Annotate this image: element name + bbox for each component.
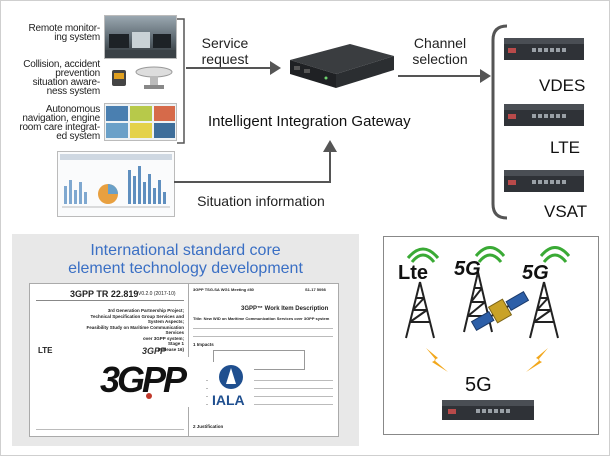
wid-section-2: 2 Justification [193,424,224,429]
situation-info-arrow [174,140,337,183]
lightning-right-icon [526,348,548,372]
5g-right-signal-icon [540,246,570,263]
5g-right-network-label: 5G [522,262,549,284]
5g-left-network-label: 5G [454,258,481,280]
lte-network-label: Lte [398,262,428,284]
lte-device-image [504,104,584,126]
doc-logo-3gpp-small: 3GPP [142,346,167,356]
radar-device-image [110,64,174,90]
wid-subtitle: Title: New WID on Maritime Communication… [193,316,330,321]
channels-bracket [491,24,508,220]
situation-dashboard-image [57,151,175,217]
5g-left-signal-icon [475,246,505,263]
system-label-collision-prevention: Collision, accident prevention situation… [23,59,100,97]
5g-right-tower-icon [529,281,559,339]
gateway-device-image [290,44,394,88]
navigation-screens-image [104,103,177,141]
channel-selection-arrow [398,69,491,83]
doc-body: 3rd Generation Partnership Project; Tech… [86,308,184,352]
wid-header-left: 3GPP TSG-SA WG1 Meeting #80 [193,287,254,292]
system-label-autonomous-navigation: Autonomous navigation, engine room care … [19,104,100,142]
wid-document-image: 3GPP TSG-SA WG1 Meeting #80 S1-17 5098 3… [188,283,339,437]
remote-monitoring-image [104,15,177,59]
doc-version: V0.2.0 (2017-10) [138,291,176,297]
systems-bracket [177,18,185,144]
standards-title: International standard core element tech… [68,242,303,277]
vdes-device-image [504,38,584,60]
3gpp-logo-text: 3GPP [100,359,187,400]
5g-bottom-label: 5G [465,374,492,396]
situation-info-label: Situation information [197,193,325,209]
vsat-label: VSAT [544,202,588,221]
system-label-remote-monitoring: Remote monitor- ing system [28,23,101,43]
lte-tower-icon [405,281,435,339]
lightning-left-icon [426,348,448,372]
service-request-label: Service request [201,35,249,67]
channel-selection-label: Channel selection [412,35,468,67]
wid-title: 3GPP™ Work Item Description [241,306,329,312]
wid-header-right: S1-17 5098 [305,287,326,292]
vdes-label: VDES [539,76,586,95]
iala-text: IALA [212,392,245,408]
doc-header: 3GPP TR 22.819 [70,289,139,299]
iala-logo: IALA [208,362,254,412]
wid-section-1: 1 Impacts [193,342,214,347]
lte-label: LTE [550,138,580,157]
lte-signal-icon [406,247,440,263]
doc-logo-small: LTE [38,346,53,355]
vsat-device-image [504,170,584,192]
satellite-icon [470,290,530,332]
5g-left-tower-icon [463,271,493,333]
3gpp-logo: 3GPP [96,357,206,407]
service-request-arrow [186,61,281,75]
gateway-label: Intelligent Integration Gateway [208,113,411,130]
5g-gateway-device-image [442,400,534,420]
